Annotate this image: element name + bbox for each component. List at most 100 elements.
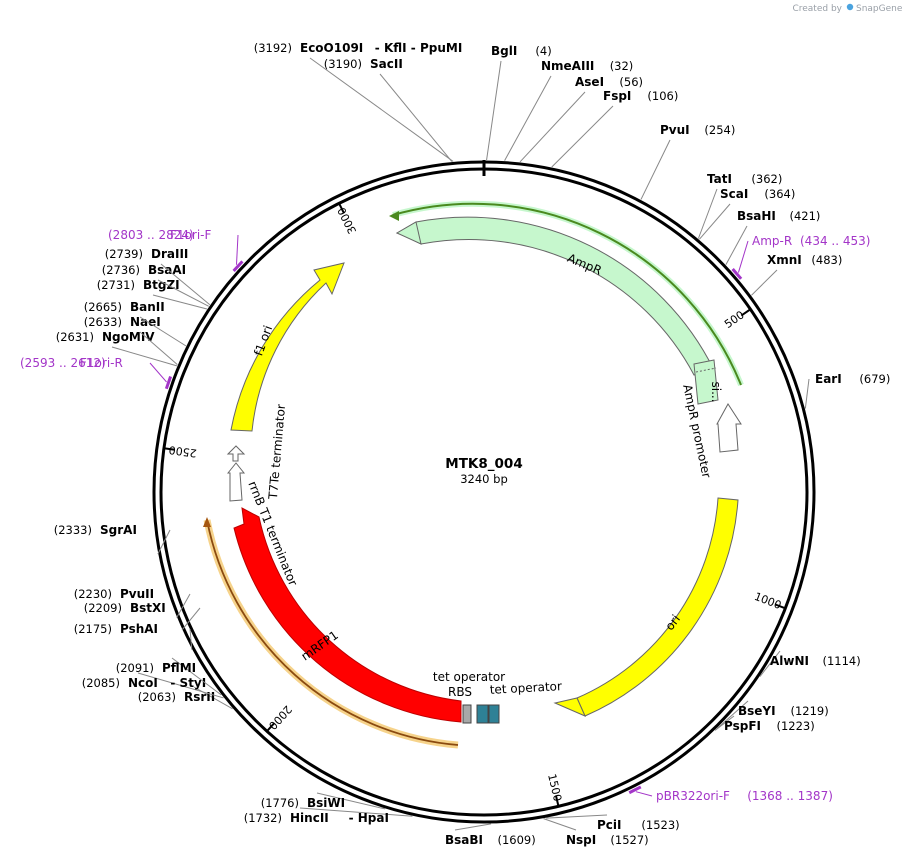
site-pflmi[interactable]: PflMI(2091) — [116, 657, 222, 696]
site-nspi[interactable]: NspI(1527) — [543, 818, 649, 847]
feature-label: RBS — [448, 685, 472, 699]
primer-leader-line — [149, 362, 167, 383]
feature-tet-operator-2[interactable] — [488, 704, 500, 724]
feature-ori-arrowhead — [553, 697, 586, 717]
primer-pbr322ori-f[interactable]: pBR322ori-F (1368 .. 1387) — [628, 785, 833, 803]
site-position: (1609) — [498, 833, 536, 847]
tick-label: 1000 — [752, 590, 783, 612]
feature-f1-ori[interactable] — [230, 262, 345, 432]
site-pshai[interactable]: PshAI(2175) — [74, 622, 193, 650]
plasmid-length: 3240 bp — [460, 472, 508, 486]
site-bseyi[interactable]: BseYI (1219) — [716, 700, 829, 729]
site-leader-line — [751, 269, 778, 296]
site-position: (364) — [764, 187, 795, 201]
site-bsiwi[interactable]: BsiWI(1776) — [261, 792, 386, 810]
site-pspfi[interactable]: PspFI(1223) — [714, 715, 815, 733]
primer-range: (2803 .. 2824) — [108, 228, 194, 242]
site-name: BglI — [491, 44, 517, 58]
feature-t7te-terminator[interactable] — [226, 445, 246, 462]
site-name: PvuII — [120, 587, 154, 601]
site-position: (3192) — [254, 41, 292, 55]
site-name: BseYI — [738, 704, 776, 718]
site-leader-line — [519, 91, 586, 163]
credit-brand: SnapGene — [856, 4, 902, 14]
feature-rrnb-t1-terminator[interactable] — [226, 462, 246, 502]
primer-range: (1368 .. 1387) — [747, 789, 833, 803]
site-nmeaiii[interactable]: NmeAIII(32) — [504, 59, 634, 161]
feature-rbs[interactable] — [462, 704, 472, 724]
site-xmni[interactable]: XmnI(483) — [751, 253, 842, 296]
site-bsabi[interactable]: BsaBI (1609) — [445, 823, 536, 847]
site-pvui[interactable]: PvuI(254) — [640, 123, 735, 200]
site-rsrii[interactable]: RsrII (2063) — [138, 686, 233, 710]
site-btgzi[interactable]: BtgZI(2731) — [97, 278, 208, 310]
site-position: (2063) — [138, 690, 176, 704]
primer-f1ori-f[interactable]: (2803 .. 2824)F1ori-F — [108, 228, 244, 272]
feature-label: tet operator — [433, 670, 505, 684]
site-bstxi[interactable]: BstXI(2209) — [84, 601, 201, 631]
site-name: BsaBI — [445, 833, 483, 847]
site-leader-line — [640, 139, 671, 200]
site-bsahi[interactable]: BsaHI(421) — [725, 209, 821, 265]
site-position: (1219) — [791, 704, 829, 718]
site-leader-line — [189, 628, 193, 650]
site-scai[interactable]: ScaI(364) — [698, 187, 795, 240]
primer-amp-r[interactable]: Amp-R(434 .. 453) — [731, 234, 871, 280]
primer-range: (2593 .. 2612) — [20, 356, 106, 370]
primer-leader-line — [235, 234, 239, 265]
site-name: BanII — [130, 300, 165, 314]
site-sacii[interactable]: SacII(3190) — [324, 57, 453, 162]
site-position: (3190) — [324, 57, 362, 71]
site-ecoo109i[interactable]: EcoO109I(3192)- KflI - PpuMI — [254, 41, 463, 162]
site-position: (362) — [751, 172, 782, 186]
site-bgli[interactable]: BglI(4) — [486, 44, 552, 161]
site-name: PflMI — [162, 661, 196, 675]
feature-tet-operator-1[interactable] — [476, 704, 489, 724]
site-position: (1223) — [777, 719, 815, 733]
site-bsaai[interactable]: BsaAI(2736) — [102, 263, 209, 307]
site-fspi[interactable]: FspI(106) — [551, 89, 679, 168]
site-leader-line — [157, 529, 171, 555]
site-name: RsrII — [184, 690, 215, 704]
site-name: PciI — [597, 818, 622, 832]
primer-mark — [232, 260, 244, 272]
tick-mark — [740, 307, 752, 317]
site-sgrai[interactable]: SgrAI(2333) — [54, 523, 171, 555]
site-pcii[interactable]: PciI(1523) — [546, 814, 680, 832]
site-name: BsaHI — [737, 209, 776, 223]
site-position: (56) — [619, 75, 643, 89]
site-hincii[interactable]: HincII(1732)- HpaI — [244, 807, 413, 825]
feature-mrfp1[interactable] — [233, 507, 462, 723]
site-banii[interactable]: BanII(2665) — [84, 300, 187, 347]
site-eari[interactable]: EarI(679) — [804, 372, 890, 409]
site-position: (2731) — [97, 278, 135, 292]
site-tati[interactable]: TatI(362) — [697, 172, 782, 239]
site-draiii[interactable]: DraIII(2739) — [105, 247, 211, 306]
site-name: EcoO109I — [300, 41, 363, 55]
feature-ampr[interactable] — [395, 216, 715, 376]
site-ngomiv[interactable]: NgoMIV(2631) — [56, 330, 178, 367]
primer-name: pBR322ori-F — [656, 789, 730, 803]
site-name: DraIII — [151, 247, 188, 261]
site-leader-line — [698, 203, 731, 240]
site-position: (1776) — [261, 796, 299, 810]
site-pvuii[interactable]: PvuII(2230) — [74, 587, 191, 618]
site-name: XmnI — [767, 253, 802, 267]
site-leader-line — [193, 686, 233, 710]
site-name: AseI — [575, 75, 604, 89]
site-leader-line — [152, 294, 208, 310]
primer-f1ori-r[interactable]: (2593 .. 2612)F1ori-R — [20, 356, 173, 390]
credit-prefix: Created by — [792, 4, 842, 14]
site-position: (2333) — [54, 523, 92, 537]
feature-ampr-promoter[interactable] — [716, 403, 742, 453]
snapgene-logo-icon — [846, 3, 854, 11]
site-leader-line — [804, 378, 810, 409]
site-ncoi[interactable]: NcoI(2085)- StyI — [82, 672, 224, 699]
site-leader-line — [171, 657, 222, 696]
tick-mark — [774, 603, 787, 610]
site-name: NgoMIV — [102, 330, 155, 344]
feature-ori[interactable] — [576, 497, 739, 717]
site-asei[interactable]: AseI (56) — [519, 75, 643, 163]
site-alwni[interactable]: AlwNI(1114) — [759, 650, 861, 677]
site-leader-line — [181, 607, 201, 631]
